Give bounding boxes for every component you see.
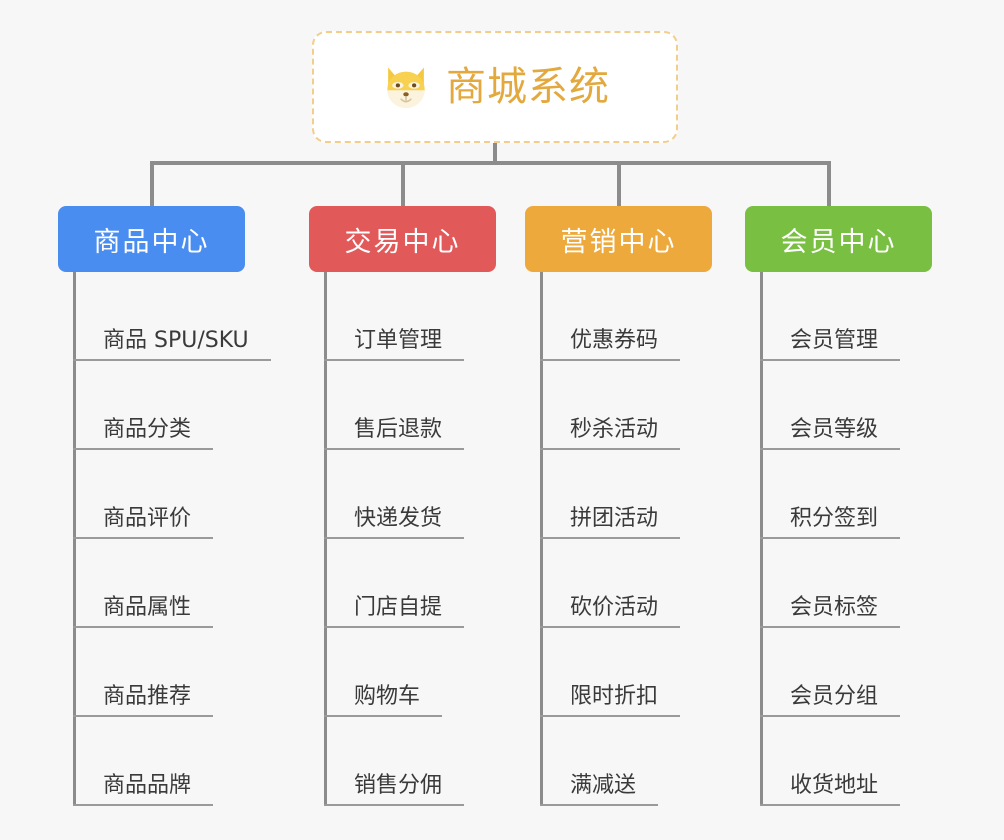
connector-horizontal-bus [150,161,830,165]
leaf-label: 收货地址 [760,773,901,806]
list-item[interactable]: 商品 SPU/SKU [58,272,271,361]
root-node[interactable]: 商城系统 [312,31,678,143]
connector-drop-3 [617,161,621,206]
list-item[interactable]: 收货地址 [745,717,932,806]
leaf-label: 商品推荐 [73,684,214,717]
list-item[interactable]: 商品推荐 [58,628,271,717]
list-item[interactable]: 商品品牌 [58,717,271,806]
branch-column-1: 商品中心 商品 SPU/SKU 商品分类 商品评价 商品属性 商品推荐 商品品牌 [58,206,271,806]
list-item[interactable]: 会员管理 [745,272,932,361]
branch-header-1[interactable]: 商品中心 [58,206,245,272]
list-item[interactable]: 商品属性 [58,539,271,628]
leaf-label: 购物车 [324,684,443,717]
list-item[interactable]: 订单管理 [309,272,496,361]
leaf-label: 订单管理 [324,328,465,361]
branch-trunk-2 [324,272,327,806]
leaf-label: 砍价活动 [540,595,681,628]
list-item[interactable]: 售后退款 [309,361,496,450]
leaf-label: 商品评价 [73,506,214,539]
leaf-label: 商品品牌 [73,773,214,806]
leaf-label: 会员等级 [760,417,901,450]
branch-trunk-3 [540,272,543,806]
leaf-label: 会员标签 [760,595,901,628]
list-item[interactable]: 商品分类 [58,361,271,450]
list-item[interactable]: 限时折扣 [525,628,712,717]
connector-drop-4 [827,161,831,206]
list-item[interactable]: 优惠券码 [525,272,712,361]
leaf-label: 门店自提 [324,595,465,628]
connector-drop-2 [401,161,405,206]
branch-header-2[interactable]: 交易中心 [309,206,496,272]
list-item[interactable]: 购物车 [309,628,496,717]
list-item[interactable]: 销售分佣 [309,717,496,806]
branch-column-3: 营销中心 优惠券码 秒杀活动 拼团活动 砍价活动 限时折扣 满减送 [525,206,712,806]
leaf-label: 秒杀活动 [540,417,681,450]
list-item[interactable]: 秒杀活动 [525,361,712,450]
shiba-dog-face-icon [380,61,432,113]
list-item[interactable]: 会员标签 [745,539,932,628]
leaf-list-2: 订单管理 售后退款 快递发货 门店自提 购物车 销售分佣 [309,272,496,806]
leaf-label: 满减送 [540,773,659,806]
list-item[interactable]: 满减送 [525,717,712,806]
branch-header-4[interactable]: 会员中心 [745,206,932,272]
leaf-label: 销售分佣 [324,773,465,806]
connector-root-stem [493,143,497,163]
leaf-label: 售后退款 [324,417,465,450]
branch-trunk-4 [760,272,763,806]
leaf-list-4: 会员管理 会员等级 积分签到 会员标签 会员分组 收货地址 [745,272,932,806]
branch-trunk-1 [73,272,76,806]
list-item[interactable]: 积分签到 [745,450,932,539]
leaf-label: 拼团活动 [540,506,681,539]
list-item[interactable]: 砍价活动 [525,539,712,628]
leaf-label: 优惠券码 [540,328,681,361]
list-item[interactable]: 快递发货 [309,450,496,539]
branch-column-4: 会员中心 会员管理 会员等级 积分签到 会员标签 会员分组 收货地址 [745,206,932,806]
leaf-label: 商品 SPU/SKU [73,328,271,361]
leaf-label: 商品属性 [73,595,214,628]
list-item[interactable]: 拼团活动 [525,450,712,539]
branch-column-2: 交易中心 订单管理 售后退款 快递发货 门店自提 购物车 销售分佣 [309,206,496,806]
leaf-label: 会员管理 [760,328,901,361]
connector-drop-1 [150,161,154,206]
leaf-label: 限时折扣 [540,684,681,717]
root-title: 商城系统 [446,64,610,110]
leaf-label: 积分签到 [760,506,901,539]
list-item[interactable]: 会员等级 [745,361,932,450]
leaf-list-3: 优惠券码 秒杀活动 拼团活动 砍价活动 限时折扣 满减送 [525,272,712,806]
leaf-label: 商品分类 [73,417,214,450]
branch-header-3[interactable]: 营销中心 [525,206,712,272]
list-item[interactable]: 会员分组 [745,628,932,717]
leaf-list-1: 商品 SPU/SKU 商品分类 商品评价 商品属性 商品推荐 商品品牌 [58,272,271,806]
list-item[interactable]: 门店自提 [309,539,496,628]
list-item[interactable]: 商品评价 [58,450,271,539]
leaf-label: 会员分组 [760,684,901,717]
leaf-label: 快递发货 [324,506,465,539]
